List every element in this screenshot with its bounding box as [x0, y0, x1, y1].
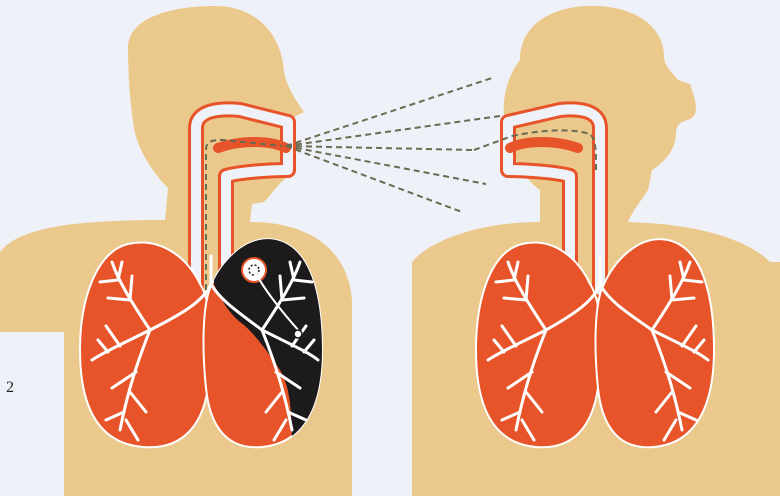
right-lung	[596, 239, 714, 447]
exposed-person	[412, 6, 780, 496]
airborne-droplet-spray	[286, 78, 512, 212]
left-lung	[476, 243, 601, 448]
infected-person	[0, 6, 352, 496]
page-number: 2	[6, 379, 14, 397]
